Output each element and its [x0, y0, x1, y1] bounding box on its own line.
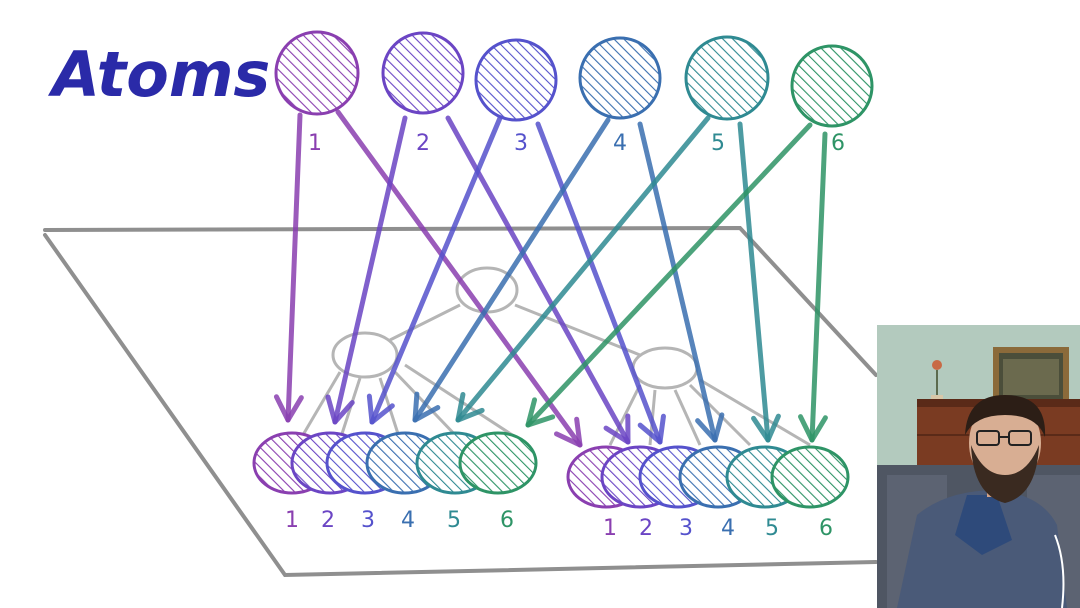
atom-label: 2: [416, 131, 430, 156]
tree-edge: [699, 378, 811, 447]
face-icon: [969, 399, 1041, 487]
group-atom-label: 5: [765, 516, 779, 541]
tree-right-node: [631, 346, 699, 390]
group-atom-label: 3: [679, 516, 693, 541]
tree-edge: [389, 303, 461, 342]
group-atom-label: 2: [639, 516, 653, 541]
top-atoms: 1 2 3 4 5 6: [274, 30, 874, 156]
plane-outline: [43, 225, 878, 578]
group-atom-label: 4: [401, 508, 415, 533]
group-atom-label: 3: [361, 508, 375, 533]
group-atom-label: 2: [321, 508, 335, 533]
arrow-6-to-group-2: [798, 131, 828, 443]
plane: [43, 225, 878, 578]
group-atom-label: 4: [721, 516, 735, 541]
atom-1: 1: [274, 30, 360, 156]
atom-label: 4: [613, 131, 627, 156]
arrow-1-to-group-1: [273, 112, 304, 423]
arrow-4-to-group-1: [412, 117, 611, 423]
tree-left-node: [331, 331, 399, 379]
atom-5: 5: [684, 35, 770, 156]
group-atom-6: [770, 445, 850, 509]
atom-circle: [474, 38, 558, 122]
atom-circle: [684, 35, 770, 121]
atom-circle: [790, 44, 874, 128]
atom-label: 5: [711, 131, 725, 156]
arrow-2-to-group-2: [445, 115, 631, 445]
tree-edge: [298, 371, 342, 441]
atom-circle: [381, 31, 465, 115]
arrow-5-to-group-2: [737, 121, 781, 443]
tree-edge: [338, 377, 362, 441]
group-atom-label: 1: [603, 516, 617, 541]
atom-circle: [578, 36, 662, 120]
atom-label: 1: [308, 131, 322, 156]
atom-4: 4: [578, 36, 662, 156]
arrow-5-to-group-1: [455, 115, 711, 423]
arrows-layer: [273, 109, 828, 448]
webcam-image: [877, 325, 1080, 608]
atom-circle: [274, 30, 360, 116]
tree-edge: [393, 370, 462, 442]
atom-label: 3: [514, 131, 528, 156]
atom-label: 6: [831, 131, 845, 156]
arrow-2-to-group-1: [325, 115, 408, 425]
atom-3: 3: [474, 38, 558, 156]
atom-6: 6: [790, 44, 874, 156]
title-atoms: Atoms: [47, 38, 270, 111]
group-atom-label: 5: [447, 508, 461, 533]
tree-edge: [673, 389, 702, 446]
presenter-webcam: [877, 325, 1080, 608]
tree-edge: [514, 303, 641, 357]
arrow-1-to-group-2: [335, 109, 583, 448]
arrow-6-to-group-1: [525, 122, 813, 428]
plant-icon: [932, 360, 942, 370]
group-atom-label: 6: [819, 516, 833, 541]
arrow-3-to-group-1: [366, 115, 503, 425]
group-atom-label: 6: [500, 508, 514, 533]
atom-2: 2: [381, 31, 465, 156]
arrow-4-to-group-2: [637, 121, 725, 443]
group-atom-6: [458, 431, 538, 495]
arrow-3-to-group-2: [535, 121, 666, 445]
group-atom-label: 1: [285, 508, 299, 533]
